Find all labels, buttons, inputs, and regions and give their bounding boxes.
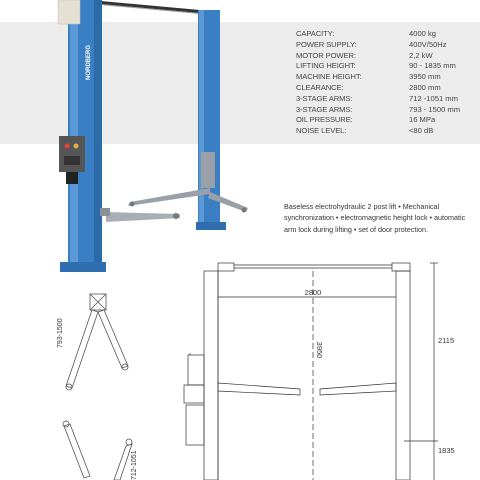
spec-value: 400V/50Hz	[409, 39, 447, 49]
spec-label: OIL PRESSURE:	[296, 115, 353, 125]
spec-value: 3950 mm	[409, 72, 441, 82]
left-top-cap	[217, 262, 235, 272]
spec-value: 2800 mm	[409, 82, 441, 92]
arm-short-dimension: 712-1051	[131, 450, 138, 480]
width-dimension: 2800	[305, 288, 322, 297]
spec-row: 3-STAGE ARMS: 793 - 1500 mm	[296, 105, 476, 116]
spec-label: CAPACITY:	[296, 29, 335, 38]
spec-row: POWER SUPPLY: 400V/50Hz	[296, 40, 476, 51]
front-dimension-drawing: 2800 3950 2115 1835	[183, 262, 455, 480]
right-top-cap	[391, 262, 411, 272]
lower-dimension: 1835	[438, 446, 455, 455]
spec-value: 4000 kg	[409, 29, 437, 38]
spec-value: <80 dB	[409, 126, 434, 136]
right-arm-rear	[128, 188, 210, 206]
arm-long-right	[97, 309, 129, 369]
overhead-beam	[94, 0, 206, 14]
control-box	[59, 136, 85, 172]
spec-label: NOISE LEVEL:	[296, 126, 347, 136]
spec-row: MOTOR POWER: 2,2 kW	[296, 51, 476, 62]
spec-row: 3-STAGE ARMS: 712 -1051 mm	[296, 94, 476, 105]
arm-long-left	[65, 309, 99, 389]
spec-label: CLEARANCE:	[296, 82, 344, 92]
motor-unit-outline	[187, 354, 205, 386]
spec-value: 16 MPa	[409, 115, 436, 125]
spec-row: CLEARANCE: 2800 mm	[296, 83, 476, 94]
left-post-outline	[203, 270, 219, 480]
spec-label: MACHINE HEIGHT:	[296, 72, 362, 82]
arm-long-dimension: 793-1500	[57, 318, 64, 348]
spec-label: 3-STAGE ARMS:	[296, 104, 353, 114]
right-arm-outline	[319, 382, 397, 396]
two-post-lift-image: NORDBERG	[57, 0, 248, 272]
upper-dimension: 2115	[438, 336, 454, 345]
spec-label: MOTOR POWER:	[296, 50, 356, 60]
right-post-outline	[395, 270, 411, 480]
arm-plan-drawing: 793-1500 712-1051	[57, 293, 138, 480]
spec-value: 793 - 1500 mm	[409, 104, 461, 114]
right-carriage	[201, 152, 215, 188]
spec-row: OIL PRESSURE: 16 MPa	[296, 115, 476, 126]
arm-pivot-box	[89, 293, 107, 311]
spec-label: 3-STAGE ARMS:	[296, 93, 353, 103]
spec-value: 712 -1051 mm	[409, 93, 458, 103]
left-post-base	[60, 262, 106, 272]
brand-logo: NORDBERG	[86, 45, 92, 80]
power-unit	[57, 0, 81, 25]
spec-row: CAPACITY: 4000 kg	[296, 29, 476, 40]
right-post-base	[196, 222, 226, 230]
spec-row: LIFTING HEIGHT: 90 - 1835 mm	[296, 61, 476, 72]
spec-label: LIFTING HEIGHT:	[296, 61, 356, 71]
arm-short-left	[63, 423, 91, 479]
spec-label: POWER SUPPLY:	[296, 39, 357, 49]
right-arm-front	[208, 192, 248, 212]
feature-description: Baseless electrohydraulic 2 post lift • …	[284, 202, 466, 234]
spec-value: 2,2 kW	[409, 50, 433, 60]
spec-value: 90 - 1835 mm	[409, 61, 456, 71]
height-dimension: 3950	[315, 342, 324, 359]
spec-row: MACHINE HEIGHT: 3950 mm	[296, 72, 476, 83]
arm-short-right	[113, 443, 133, 480]
left-arm	[106, 212, 180, 222]
spec-row: NOISE LEVEL: <80 dB	[296, 126, 476, 137]
left-arm-outline	[217, 382, 301, 396]
spec-table: CAPACITY:4000 kg POWER SUPPLY:400V/50Hz …	[296, 29, 476, 137]
